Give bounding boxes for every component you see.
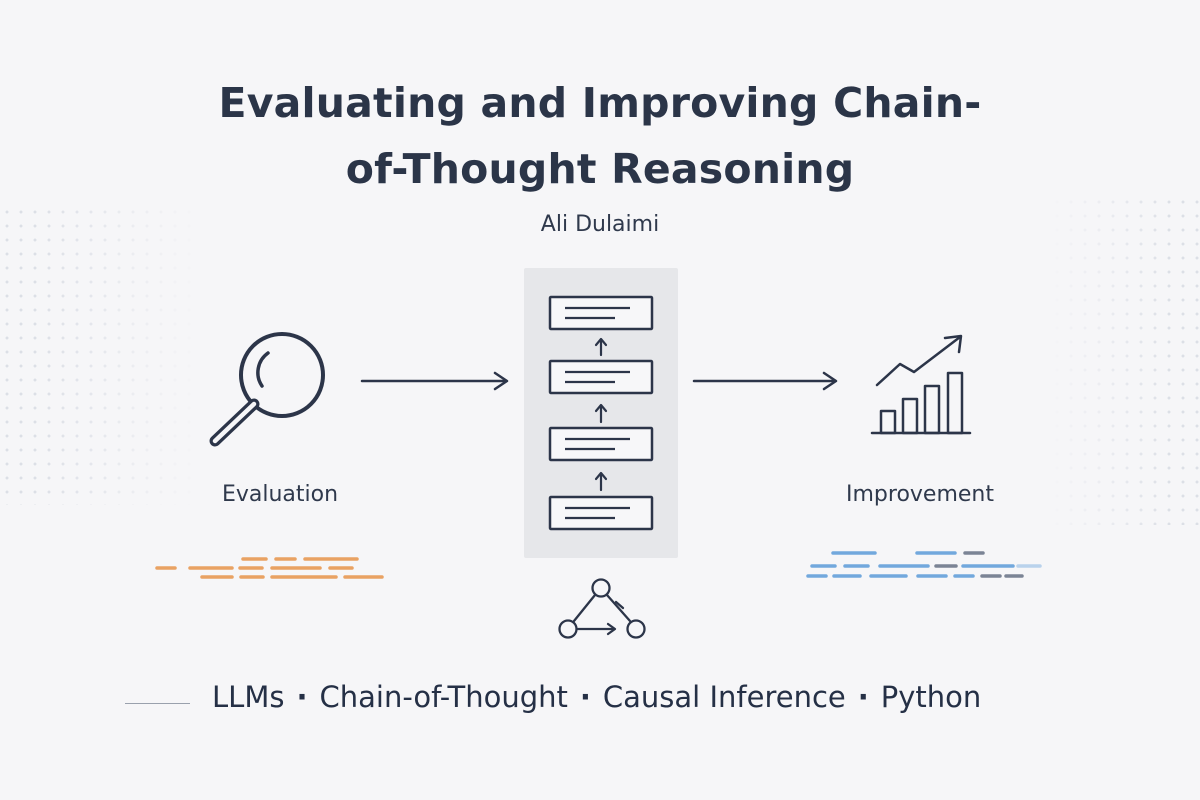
arrow-to-improvement <box>692 371 838 391</box>
dot-pattern-right <box>1050 195 1200 525</box>
evaluation-accent-dashes <box>155 557 384 579</box>
title-line-1: Evaluating and Improving Chain- <box>218 79 982 127</box>
chain-step-1 <box>548 295 654 331</box>
improvement-label: Improvement <box>846 482 994 507</box>
topic-llms: LLMs <box>212 680 285 714</box>
bar-chart-trending-up-icon <box>870 334 972 435</box>
chain-step-4 <box>548 495 654 531</box>
topics-divider <box>125 703 190 704</box>
chain-step-3 <box>548 426 654 462</box>
page-title: Evaluating and Improving Chain- of-Thoug… <box>0 70 1200 202</box>
evaluation-label: Evaluation <box>221 482 339 507</box>
topic-python: Python <box>880 680 982 714</box>
topic-chain-of-thought: Chain-of-Thought <box>319 680 568 714</box>
improvement-accent-dashes <box>806 551 1042 578</box>
topic-separator: · <box>857 680 869 714</box>
magnifier-icon <box>209 332 325 447</box>
topic-separator: · <box>579 680 591 714</box>
author-name: Ali Dulaimi <box>540 212 660 237</box>
chain-step-2 <box>548 359 654 395</box>
arrow-to-chain <box>360 371 509 391</box>
causal-graph-icon <box>558 578 646 639</box>
topic-causal-inference: Causal Inference <box>602 680 846 714</box>
title-line-2: of-Thought Reasoning <box>345 145 855 193</box>
chain-of-thought-panel <box>524 268 678 558</box>
topic-separator: · <box>296 680 308 714</box>
topics-line: LLMs · Chain-of-Thought · Causal Inference · P… <box>212 680 981 714</box>
dot-pattern-left <box>0 205 200 505</box>
chain-up-arrows <box>594 337 608 492</box>
